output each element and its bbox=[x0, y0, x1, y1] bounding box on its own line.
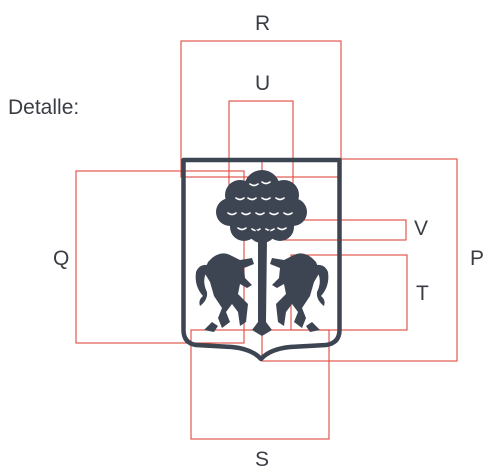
label-s: S bbox=[255, 448, 269, 470]
label-r: R bbox=[255, 12, 270, 35]
guide-q bbox=[75, 170, 245, 344]
left-lion-icon bbox=[195, 253, 254, 332]
label-q: Q bbox=[53, 247, 69, 270]
label-v: V bbox=[414, 217, 428, 240]
shield-outline bbox=[181, 157, 342, 362]
guide-r bbox=[180, 40, 342, 178]
right-lion-icon bbox=[270, 253, 329, 332]
label-u: U bbox=[255, 72, 270, 95]
detail-caption: Detalle: bbox=[8, 96, 79, 119]
label-p: P bbox=[470, 247, 484, 270]
tree-crown-texture bbox=[227, 181, 293, 232]
coat-of-arms-emblem bbox=[181, 157, 342, 362]
label-t: T bbox=[416, 282, 429, 305]
tree-trunk bbox=[252, 228, 272, 336]
